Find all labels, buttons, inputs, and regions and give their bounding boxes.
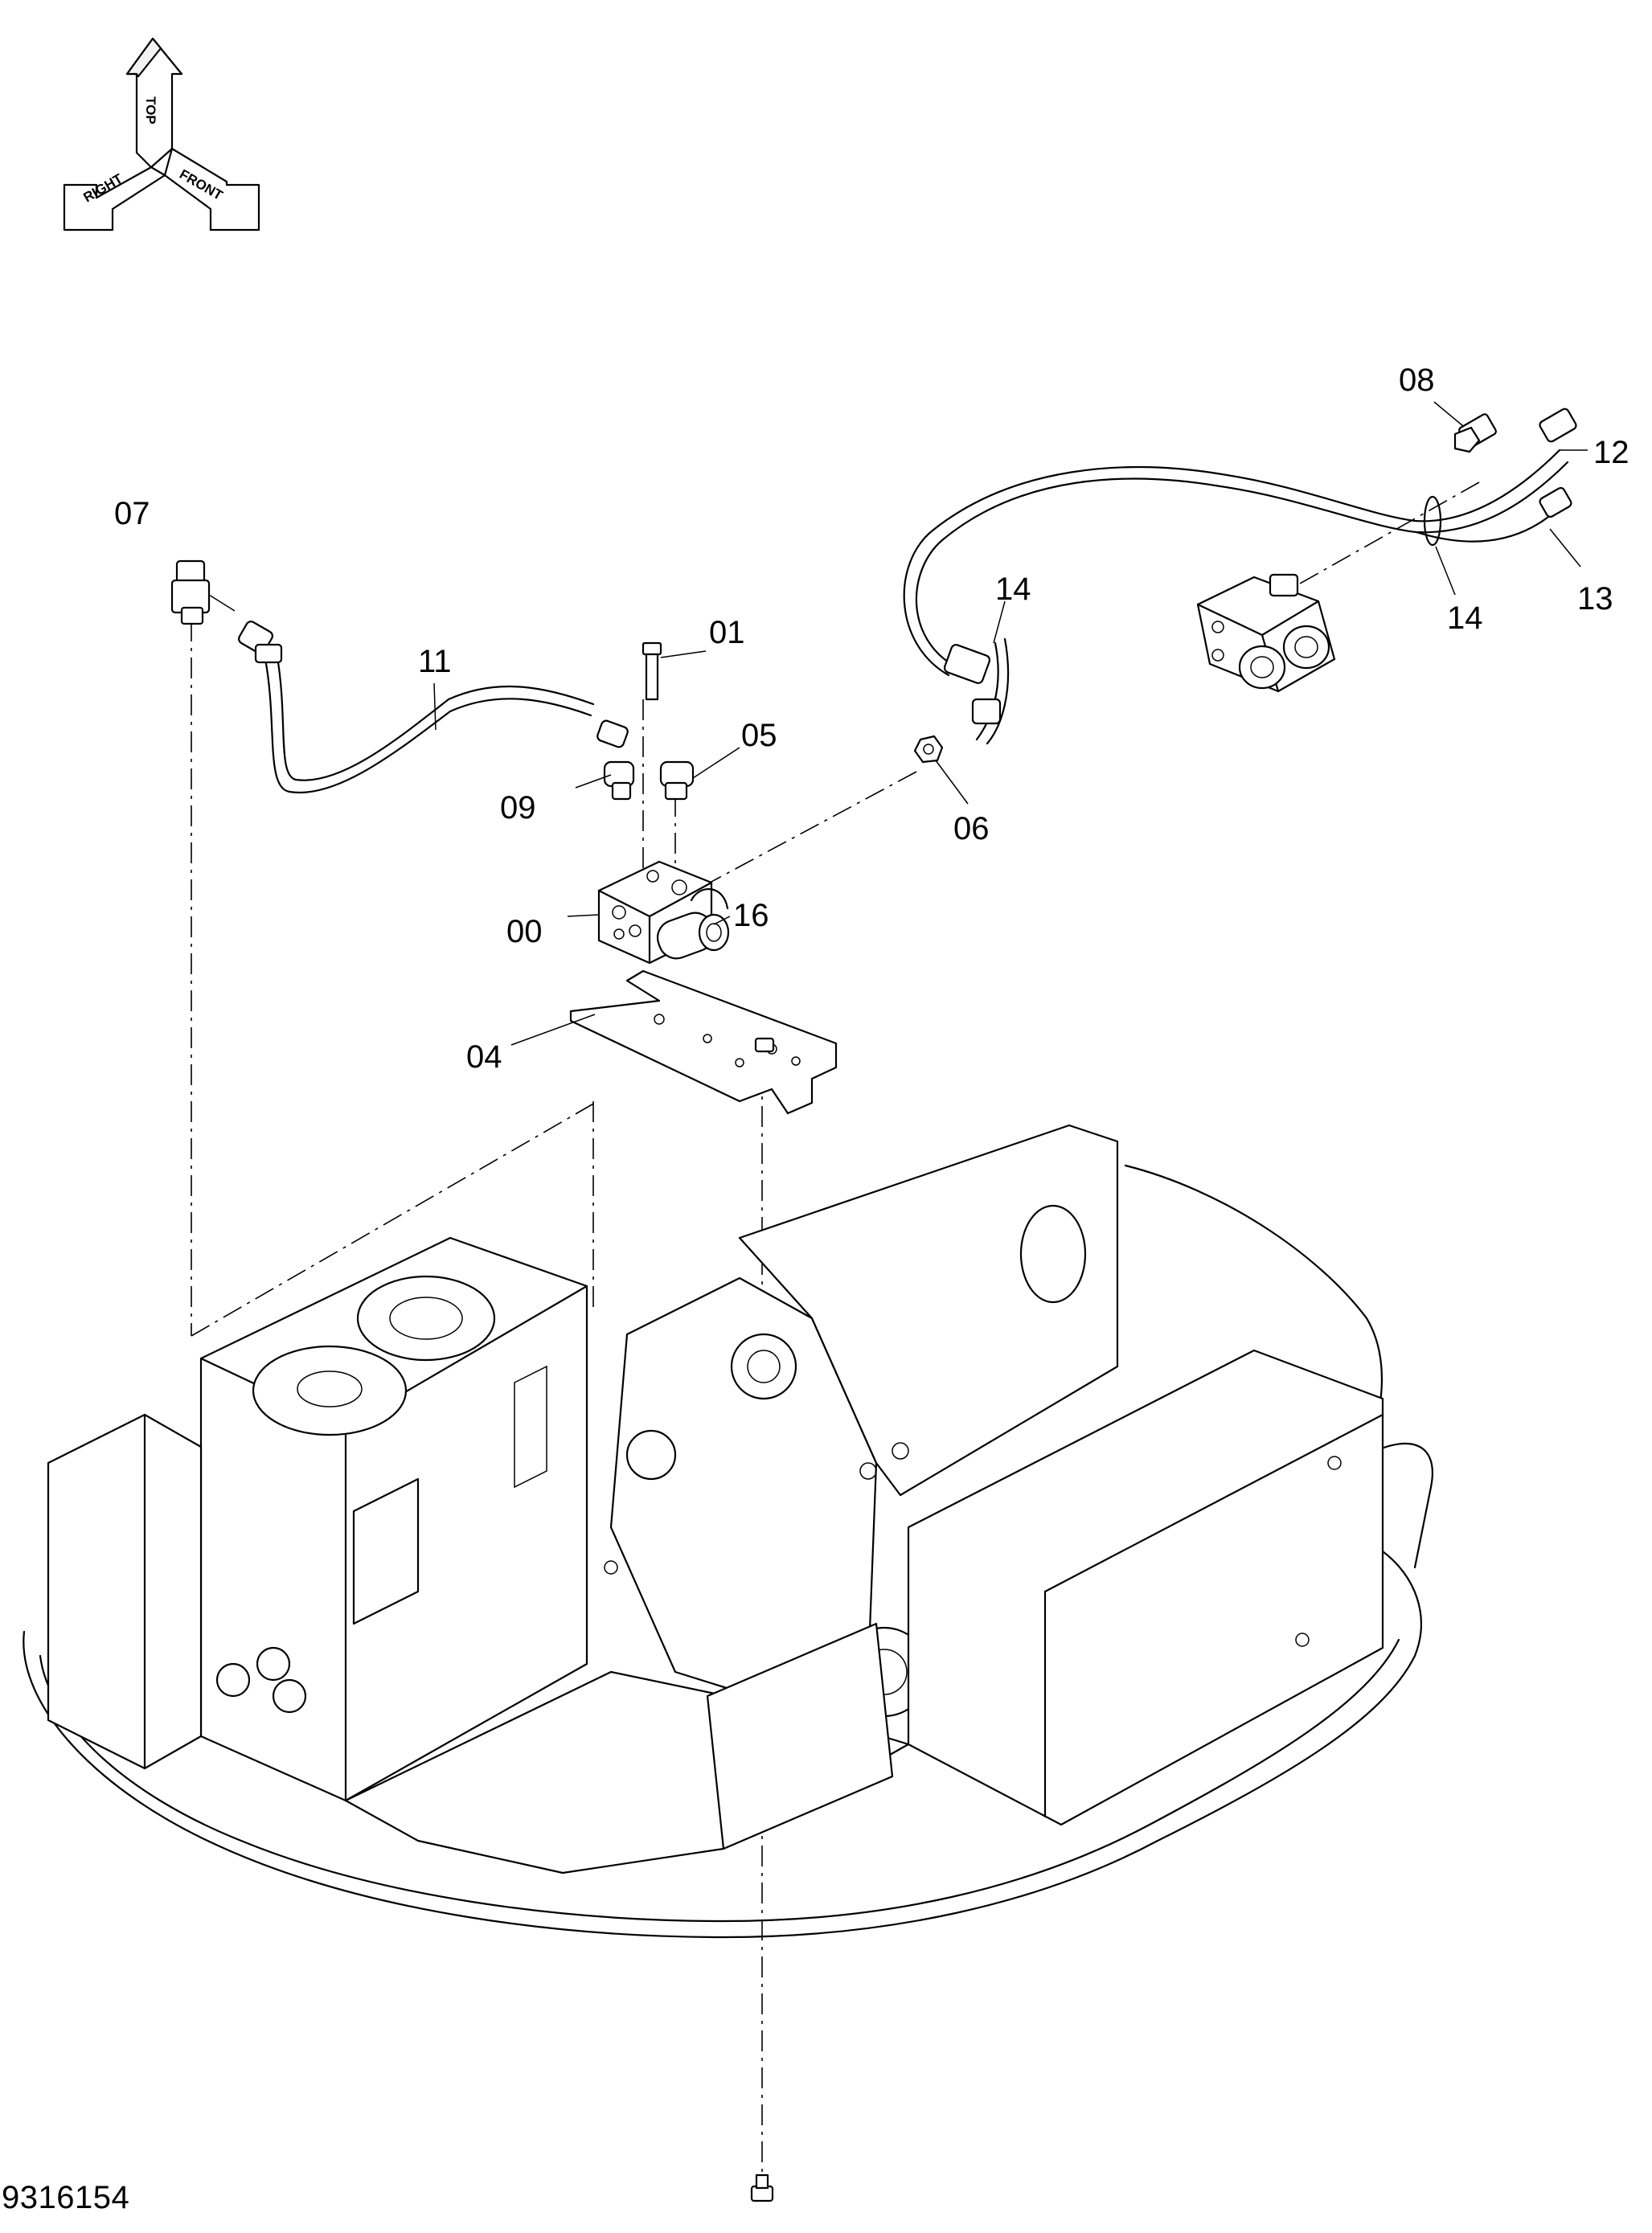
orientation-top-label: TOP bbox=[143, 96, 158, 125]
callout-07: 07 bbox=[114, 496, 150, 531]
callout-13: 13 bbox=[1577, 581, 1613, 617]
control-valve bbox=[1196, 573, 1336, 693]
callouts: 07 11 01 05 09 00 16 04 06 14 08 12 14 1… bbox=[114, 363, 1629, 1075]
callout-01: 01 bbox=[709, 615, 745, 650]
callout-00: 00 bbox=[506, 914, 543, 949]
callout-05: 05 bbox=[741, 718, 777, 753]
upper-frame bbox=[23, 1124, 1433, 2202]
callout-leaders bbox=[433, 401, 1588, 1046]
callout-14-left: 14 bbox=[995, 572, 1031, 607]
callout-06: 06 bbox=[953, 811, 990, 846]
elbow-05 bbox=[659, 760, 695, 801]
document-number: 9316154 bbox=[2, 2180, 130, 2215]
fitting-07 bbox=[170, 559, 236, 625]
callout-12: 12 bbox=[1593, 435, 1629, 470]
wire-harness bbox=[903, 408, 1577, 745]
orientation-indicator: TOP RIGHT FRONT bbox=[63, 37, 260, 231]
front-arrow-icon bbox=[163, 147, 260, 231]
bracket-04 bbox=[569, 969, 838, 1115]
bolt-01 bbox=[642, 641, 662, 701]
callout-11: 11 bbox=[418, 644, 452, 679]
nut-06 bbox=[913, 735, 944, 764]
callout-14-right: 14 bbox=[1447, 600, 1483, 636]
callout-04: 04 bbox=[466, 1039, 502, 1075]
solenoid-16 bbox=[656, 888, 730, 960]
callout-09: 09 bbox=[500, 790, 536, 826]
hose-11 bbox=[238, 621, 629, 794]
callout-16: 16 bbox=[733, 898, 769, 933]
elbow-09 bbox=[603, 760, 635, 801]
callout-08: 08 bbox=[1399, 363, 1435, 398]
